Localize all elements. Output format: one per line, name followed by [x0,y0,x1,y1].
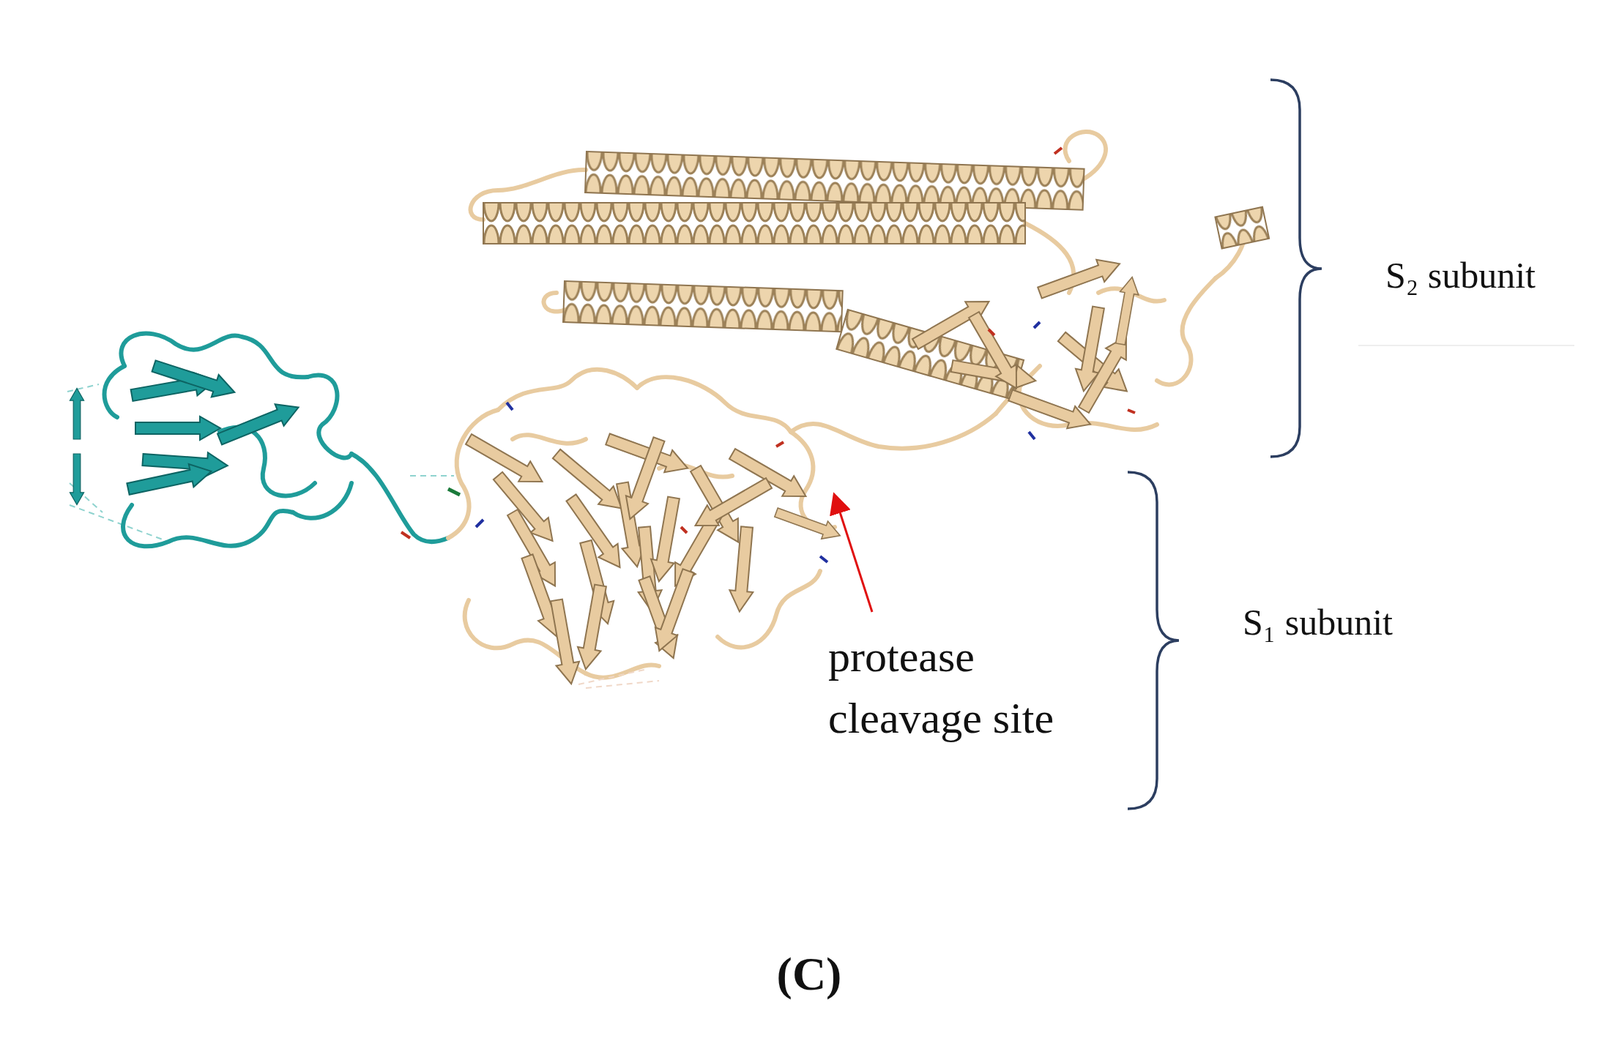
subunit-label: S₂ subunit [1385,253,1536,298]
s2-brace [1270,79,1322,457]
pointer-arrow [834,496,873,613]
s2-domain [470,131,1270,440]
annotation-label: protease cleavage site [828,626,1136,750]
s1-brace [1127,472,1179,810]
teal-domain [67,333,455,548]
subunit-label: S₁ subunit [1242,600,1393,645]
panel-label: (C) [776,946,843,1004]
faint-rule [1358,344,1575,347]
